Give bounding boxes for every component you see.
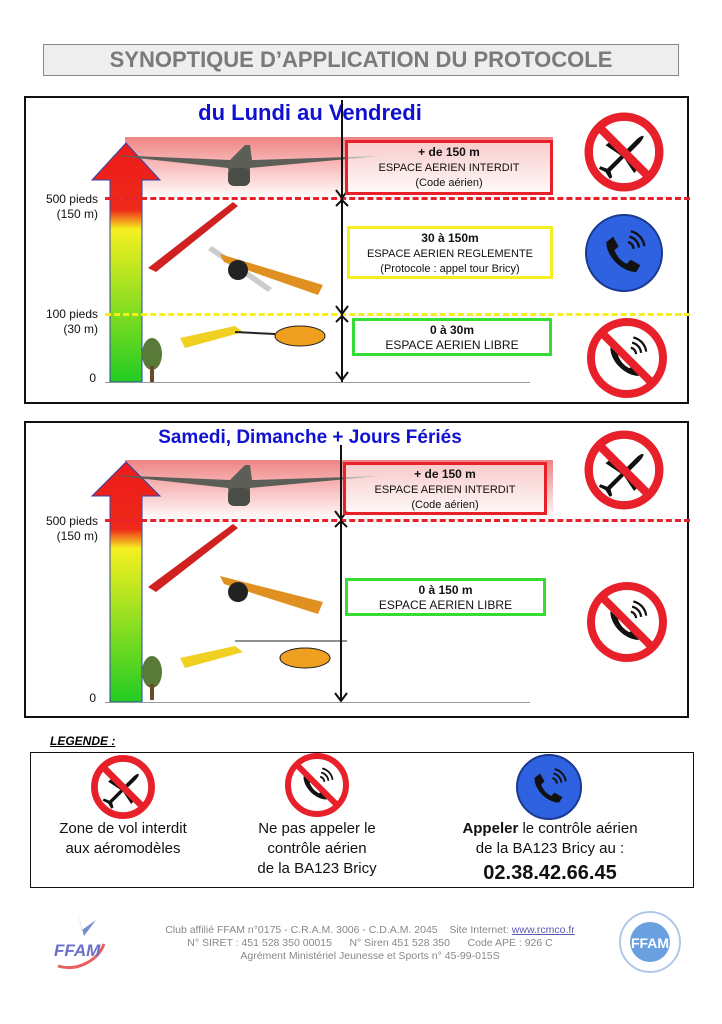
weekday-panel xyxy=(24,96,689,404)
model-planes-image xyxy=(148,524,323,614)
phone-call-icon xyxy=(516,754,582,820)
tree-image xyxy=(142,338,162,382)
level-label: 500 pieds xyxy=(45,192,98,206)
model-heli-image xyxy=(180,325,326,348)
level-label: (150 m) xyxy=(56,207,98,221)
limit-line-150m xyxy=(105,519,690,522)
phone-number: 02.38.42.66.45 xyxy=(483,862,617,884)
website-link[interactable]: www.rcmco.fr xyxy=(511,924,575,936)
level-label: (150 m) xyxy=(56,529,98,543)
weekend-panel xyxy=(24,421,689,718)
legend-box xyxy=(30,752,694,888)
transport-plane-image xyxy=(110,465,380,506)
legend-title: LEGENDE : xyxy=(50,734,116,748)
no-phone-icon xyxy=(285,753,349,817)
level-label: 500 pieds xyxy=(45,514,98,528)
no-plane-icon xyxy=(582,428,666,512)
tree-image xyxy=(142,656,162,700)
level-label: (30 m) xyxy=(63,322,98,336)
ffam-logo: FFAM xyxy=(54,914,106,969)
height-arrows xyxy=(335,100,349,382)
weekend-heading: Samedi, Dimanche + Jours Fériés xyxy=(158,427,462,448)
no-phone-icon xyxy=(587,582,667,662)
svg-text:FFAM: FFAM xyxy=(631,935,669,951)
model-planes-image xyxy=(148,202,323,295)
ffam-training-logo: FFAM xyxy=(619,911,681,973)
altitude-arrow xyxy=(90,461,162,703)
limit-line-150m xyxy=(105,197,690,200)
level-label: 100 pieds xyxy=(45,307,98,321)
svg-text:FFAM: FFAM xyxy=(54,941,101,960)
model-heli-image xyxy=(180,640,347,669)
limit-line-30m xyxy=(105,313,690,316)
ground-line xyxy=(105,382,530,383)
height-arrows xyxy=(334,445,348,703)
phone-call-icon xyxy=(585,214,663,292)
level-label: 0 xyxy=(89,691,96,705)
footer-text: Club affilié FFAM n°0175 - C.R.A.M. 3006… xyxy=(165,924,575,962)
altitude-arrow xyxy=(90,142,162,383)
no-plane-icon xyxy=(89,753,157,821)
no-phone-icon xyxy=(587,318,667,398)
level-label: 0 xyxy=(89,371,96,385)
transport-plane-image xyxy=(110,145,380,186)
page-title: SYNOPTIQUE D’APPLICATION DU PROTOCOLE xyxy=(43,44,679,76)
ground-line xyxy=(105,702,530,703)
weekday-heading: du Lundi au Vendredi xyxy=(198,100,422,125)
no-plane-icon xyxy=(582,110,666,194)
